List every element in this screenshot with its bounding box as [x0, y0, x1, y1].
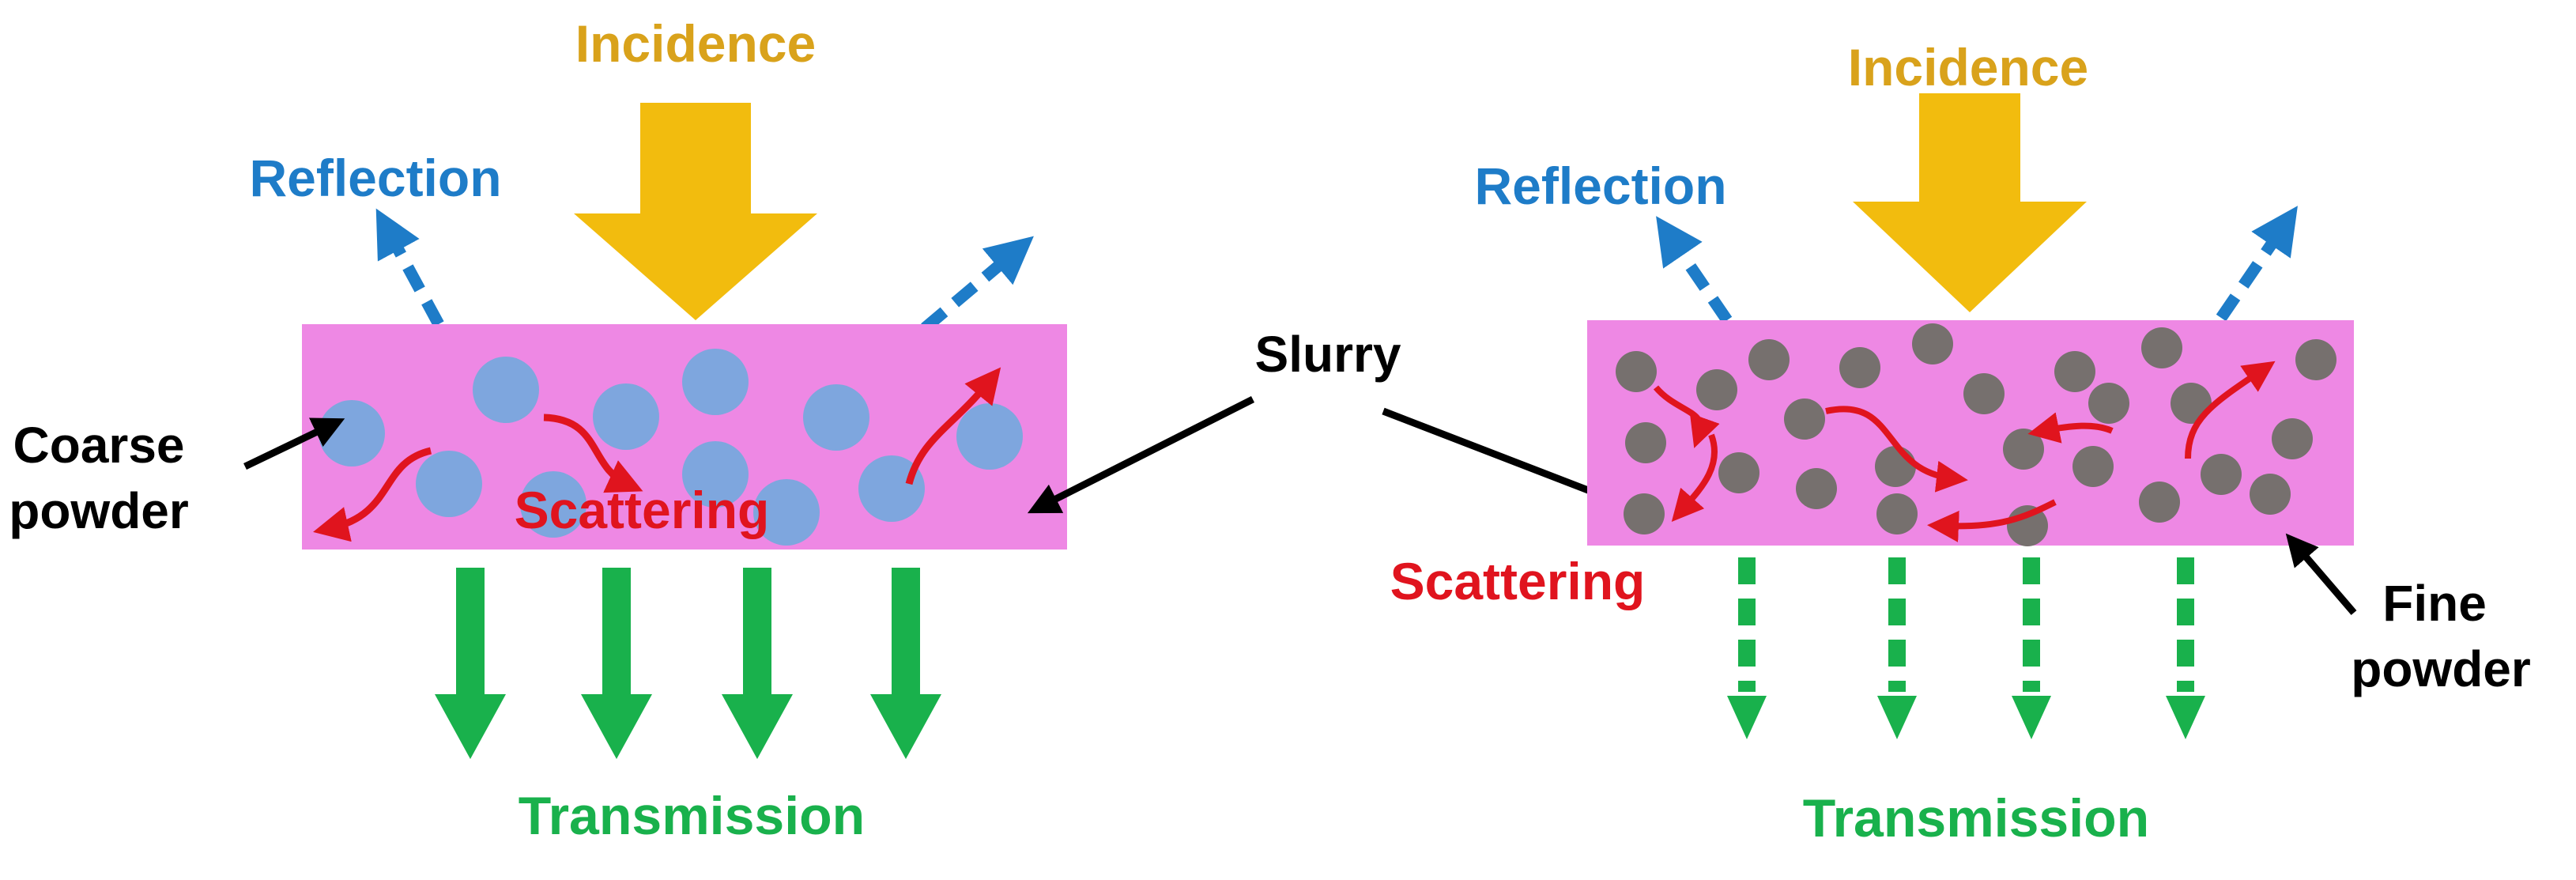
scattering-arrow [2027, 412, 2114, 444]
fine-powder-label-line2: powder [2351, 640, 2531, 697]
right-reflection-arrow-right [2216, 206, 2298, 322]
fine-particle [2003, 429, 2044, 470]
transmission-arrow-head [2012, 696, 2051, 739]
scattering-arrow [543, 414, 643, 493]
fine-particle [1912, 323, 1953, 364]
fine-particle [2141, 327, 2182, 368]
transmission-arrow-head [1727, 696, 1767, 739]
coarse-powder-label-line1: Coarse [13, 417, 185, 474]
fine-particle [1624, 493, 1665, 534]
fine-particle [1796, 468, 1837, 509]
transmission-arrow [581, 568, 652, 759]
fine-particle [1963, 373, 2005, 414]
fine-particle [1616, 351, 1657, 392]
coarse-particle [682, 349, 749, 415]
right-scattering-arrows [1653, 361, 2276, 542]
scattering-arrow [2185, 361, 2276, 459]
right-reflection-label: Reflection [1474, 157, 1726, 215]
coarse-particle [473, 357, 539, 423]
fine-particle [1625, 422, 1666, 463]
left-transmission-label: Transmission [519, 786, 865, 846]
right-incidence-arrow [1853, 93, 2087, 312]
left-incidence-label: Incidence [575, 14, 816, 73]
coarse-particle [753, 479, 820, 546]
coarse-particle [956, 403, 1023, 470]
right-fine-particles [1616, 323, 2337, 546]
fine-particle [2072, 446, 2114, 487]
transmission-arrow [435, 568, 506, 759]
right-transmission-arrows [1727, 557, 2205, 739]
fine-particle [1748, 339, 1790, 380]
slurry-pointer-left [1027, 395, 1255, 514]
right-reflection-arrow-left [1656, 216, 1733, 324]
fine-particle [1876, 493, 1918, 534]
fine-particle [2088, 383, 2129, 424]
fine-powder-label-line1: Fine [2382, 575, 2487, 632]
coarse-particle [803, 384, 869, 451]
transmission-arrow-head [2166, 696, 2205, 739]
coarse-particle [319, 400, 385, 466]
left-incidence-arrow [574, 103, 817, 320]
fine-particle [2295, 339, 2337, 380]
slurry-callout: Slurry [1027, 326, 1624, 514]
scattering-arrow [1671, 433, 1718, 523]
left-reflection-arrow-right [921, 236, 1034, 333]
left-scattering-label: Scattering [515, 481, 770, 539]
coarse-particle [520, 471, 586, 538]
transmission-arrow [722, 568, 793, 759]
left-transmission-arrows [435, 568, 941, 759]
coarse-particle [682, 441, 749, 508]
left-reflection-label: Reflection [249, 149, 501, 207]
fine-particle [1875, 446, 1916, 487]
left-panel: Incidence Reflection Scatteri [9, 14, 1067, 846]
coarse-powder-pointer [243, 417, 345, 470]
left-scattering-arrows [313, 367, 1001, 542]
right-transmission-label: Transmission [1803, 788, 2149, 848]
transmission-arrow [870, 568, 941, 759]
fine-particle [1784, 398, 1825, 440]
fine-particle [2272, 418, 2313, 459]
fine-particle [1696, 369, 1737, 410]
fine-powder-pointer [2285, 533, 2357, 615]
left-coarse-particles [319, 349, 1023, 546]
scattering-arrow [1825, 406, 1968, 493]
scattering-arrow [905, 367, 1001, 485]
scattering-arrow [1653, 385, 1720, 448]
coarse-particle [858, 455, 925, 522]
coarse-particle [593, 383, 659, 450]
fine-particle [2250, 474, 2291, 515]
right-panel: Incidence Reflection [1390, 38, 2531, 848]
fine-particle [2054, 351, 2095, 392]
fine-particle [1839, 347, 1880, 388]
right-incidence-label: Incidence [1848, 38, 2088, 96]
fine-particle [1718, 452, 1759, 493]
scattering-arrow [313, 447, 432, 542]
fine-particle [2139, 482, 2180, 523]
slurry-label: Slurry [1255, 326, 1401, 383]
coarse-particle [416, 451, 482, 517]
transmission-arrow-head [1877, 696, 1917, 739]
coarse-powder-label-line2: powder [9, 482, 189, 539]
right-scattering-label: Scattering [1390, 552, 1646, 610]
fine-particle [2201, 454, 2242, 495]
slurry-pointer-right [1382, 407, 1624, 508]
left-reflection-arrow-left [375, 208, 444, 327]
scattering-arrow [1927, 499, 2057, 542]
